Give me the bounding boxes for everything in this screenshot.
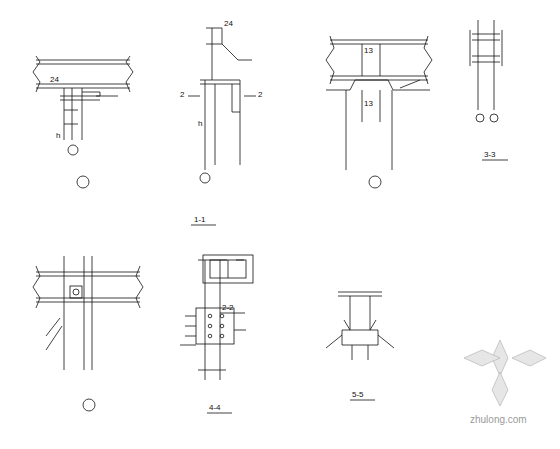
dimension-text: 13 bbox=[364, 100, 373, 108]
section-mark: 2 bbox=[258, 91, 262, 99]
dimension-text: h bbox=[198, 120, 202, 128]
section-4-4 bbox=[180, 260, 246, 413]
section-title: 1-1 bbox=[194, 216, 206, 224]
dimension-text: 13 bbox=[364, 47, 373, 55]
watermark-text: zhulong.com bbox=[470, 415, 527, 425]
beam-column-detail bbox=[33, 56, 133, 188]
section-title: 3-3 bbox=[484, 151, 496, 159]
splice-detail bbox=[33, 256, 143, 411]
section-1-1 bbox=[188, 28, 256, 225]
dimension-text: 24 bbox=[224, 20, 233, 28]
section-title: 2-2 bbox=[222, 304, 234, 312]
dimension-text: 24 bbox=[50, 76, 59, 84]
section-5-5 bbox=[326, 292, 394, 400]
watermark-logo bbox=[464, 340, 546, 406]
section-3-3 bbox=[470, 20, 508, 160]
dimension-text: h bbox=[56, 132, 60, 140]
section-title: 4-4 bbox=[209, 404, 221, 412]
beam-seat-detail bbox=[326, 36, 432, 188]
section-2-2 bbox=[203, 255, 253, 313]
section-title: 5-5 bbox=[352, 391, 364, 399]
section-mark: 2 bbox=[180, 91, 184, 99]
